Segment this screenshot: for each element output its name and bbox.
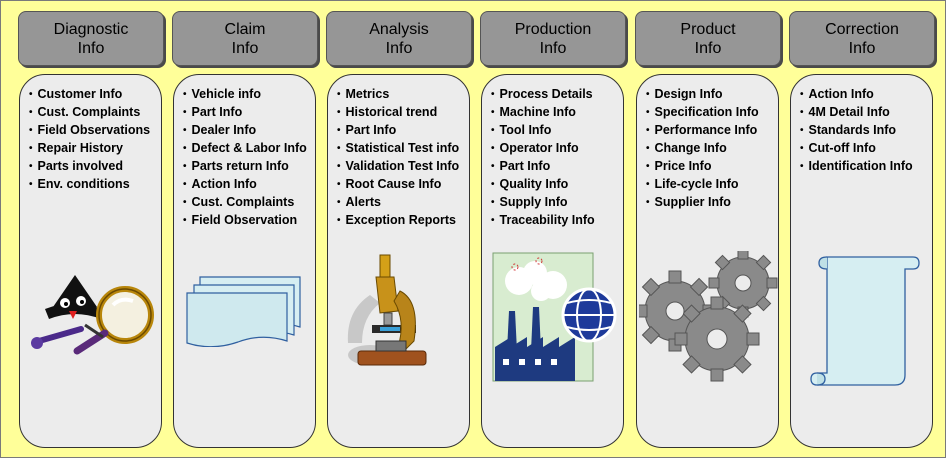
- column-card: Metrics Historical trend Part Info Stati…: [327, 74, 470, 448]
- gears-icon: [639, 251, 778, 382]
- header-line-1: Analysis: [369, 20, 429, 38]
- item-list: Metrics Historical trend Part Info Stati…: [337, 86, 460, 230]
- header-line-1: Product: [680, 20, 736, 38]
- factory-globe-icon: [492, 252, 617, 382]
- list-item: Dealer Info: [183, 122, 307, 140]
- list-item: Field Observation: [183, 212, 307, 230]
- list-item: Cust. Complaints: [183, 194, 307, 212]
- column-header: Correction Info: [789, 11, 935, 66]
- list-item: Parts return Info: [183, 158, 307, 176]
- documents-stack-icon: [186, 276, 301, 347]
- list-item: Parts involved: [29, 158, 150, 176]
- column-card: Process Details Machine Info Tool Info O…: [481, 74, 624, 448]
- list-item: Part Info: [491, 158, 595, 176]
- list-item: Process Details: [491, 86, 595, 104]
- column-header: Claim Info: [172, 11, 318, 66]
- column-header: Analysis Info: [326, 11, 472, 66]
- column-header: Product Info: [635, 11, 781, 66]
- column-card: Action Info 4M Detail Info Standards Inf…: [790, 74, 933, 448]
- header-line-2: Info: [848, 39, 876, 57]
- column-claim: Claim Info Vehicle info Part Info Dealer…: [170, 1, 318, 457]
- list-item: Metrics: [337, 86, 459, 104]
- list-item: Identification Info: [800, 158, 913, 176]
- header-line-2: Info: [77, 39, 105, 57]
- list-item: Operator Info: [491, 140, 595, 158]
- list-item: Specification Info: [646, 104, 759, 122]
- list-item: Validation Test Info: [337, 158, 460, 176]
- item-list: Action Info 4M Detail Info Standards Inf…: [800, 86, 913, 176]
- list-item: Root Cause Info: [337, 176, 459, 194]
- list-item: Field Observations: [29, 122, 151, 140]
- list-item: Tool Info: [491, 122, 595, 140]
- item-list: Design Info Specification Info Performan…: [646, 86, 759, 212]
- list-item: Standards Info: [800, 122, 913, 140]
- list-item: Env. conditions: [29, 176, 150, 194]
- header-line-1: Correction: [825, 20, 899, 38]
- item-list: Vehicle info Part Info Dealer Info Defec…: [183, 86, 307, 230]
- list-item: Exception Reports: [337, 212, 459, 230]
- column-card: Vehicle info Part Info Dealer Info Defec…: [173, 74, 316, 448]
- header-line-2: Info: [539, 39, 567, 57]
- list-item: Customer Info: [29, 86, 150, 104]
- microscope-icon: [347, 254, 427, 366]
- list-item: Quality Info: [491, 176, 595, 194]
- list-item: Alerts: [337, 194, 459, 212]
- list-item: Action Info: [800, 86, 913, 104]
- column-card: Customer Info Cust. Complaints Field Obs…: [19, 74, 162, 448]
- column-analysis: Analysis Info Metrics Historical trend P…: [324, 1, 472, 457]
- column-production: Production Info Process Details Machine …: [478, 1, 626, 457]
- list-item: Change Info: [646, 140, 759, 158]
- header-line-2: Info: [231, 39, 259, 57]
- header-line-1: Production: [514, 20, 592, 38]
- detective-magnifier-icon: [31, 275, 154, 355]
- list-item: Cust. Complaints: [29, 104, 150, 122]
- list-item: Supplier Info: [646, 194, 759, 212]
- list-item: Historical trend: [337, 104, 459, 122]
- list-item: Vehicle info: [183, 86, 307, 104]
- column-header: Production Info: [480, 11, 626, 66]
- item-list: Process Details Machine Info Tool Info O…: [491, 86, 595, 230]
- list-item: Part Info: [337, 122, 459, 140]
- header-line-1: Claim: [224, 20, 266, 38]
- list-item: Machine Info: [491, 104, 595, 122]
- list-item: Repair History: [29, 140, 150, 158]
- list-item: Part Info: [183, 104, 307, 122]
- list-item: Price Info: [646, 158, 759, 176]
- list-item: 4M Detail Info: [800, 104, 913, 122]
- column-card: Design Info Specification Info Performan…: [636, 74, 779, 448]
- list-item: Supply Info: [491, 194, 595, 212]
- item-list: Customer Info Cust. Complaints Field Obs…: [29, 86, 151, 194]
- header-line-2: Info: [694, 39, 722, 57]
- list-item: Life-cycle Info: [646, 176, 759, 194]
- header-line-1: Diagnostic: [53, 20, 129, 38]
- list-item: Cut-off Info: [800, 140, 913, 158]
- column-diagnostic: Diagnostic Info Customer Info Cust. Comp…: [16, 1, 164, 457]
- list-item: Traceability Info: [491, 212, 595, 230]
- list-item: Design Info: [646, 86, 759, 104]
- column-correction: Correction Info Action Info 4M Detail In…: [787, 1, 935, 457]
- column-product: Product Info Design Info Specification I…: [633, 1, 781, 457]
- list-item: Action Info: [183, 176, 307, 194]
- column-header: Diagnostic Info: [18, 11, 164, 66]
- list-item: Defect & Labor Info: [183, 140, 307, 158]
- list-item: Performance Info: [646, 122, 759, 140]
- scroll-icon: [810, 256, 920, 386]
- header-line-2: Info: [385, 39, 413, 57]
- list-item: Statistical Test info: [337, 140, 460, 158]
